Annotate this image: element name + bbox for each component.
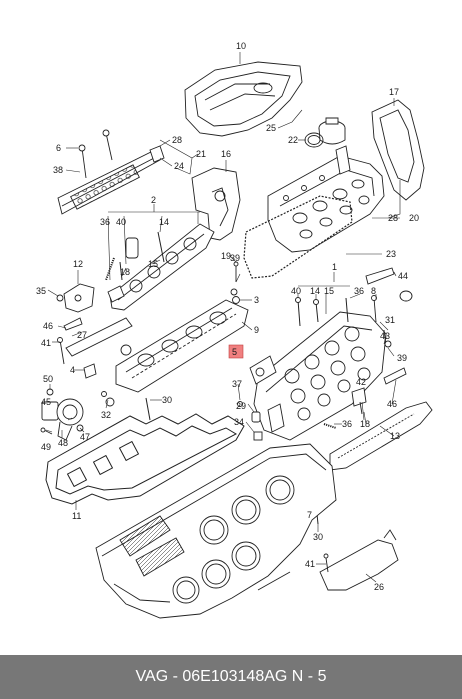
filler-cap-part-25[interactable] <box>304 117 346 148</box>
callout-5: 5 <box>232 347 237 357</box>
callout-6: 6 <box>56 143 61 153</box>
callout-41: 41 <box>41 338 51 348</box>
bracket-part-12[interactable] <box>56 283 95 331</box>
callout-36: 36 <box>100 217 110 227</box>
callout-39: 39 <box>230 253 240 263</box>
side-cover-part-17[interactable] <box>371 99 425 201</box>
bolt-part-4[interactable] <box>57 337 115 407</box>
engine-block-part-7[interactable] <box>95 443 337 619</box>
callout-35: 35 <box>36 286 46 296</box>
leader-lines <box>45 52 401 583</box>
callout-49: 49 <box>41 442 51 452</box>
callout-48: 48 <box>58 438 68 448</box>
callout-15: 15 <box>148 259 158 269</box>
callout-14-mid: 14 <box>310 286 320 296</box>
clip-part-42[interactable] <box>351 387 367 415</box>
caption-separator: - <box>168 668 183 685</box>
callout-2: 2 <box>151 195 156 205</box>
callout-45: 45 <box>41 397 51 407</box>
camshaft-bridge-part-9[interactable] <box>115 299 249 393</box>
callout-23: 23 <box>386 249 396 259</box>
callout-21: 21 <box>196 149 206 159</box>
callout-44: 44 <box>398 271 408 281</box>
callout-31: 31 <box>385 315 395 325</box>
callout-43: 43 <box>380 331 390 341</box>
callout-34: 34 <box>234 417 244 427</box>
callout-42: 42 <box>356 377 366 387</box>
callout-14: 14 <box>159 217 169 227</box>
bolt-part-14[interactable] <box>105 231 165 281</box>
cylinder-head-cover-part-20[interactable] <box>267 145 385 253</box>
intake-gasket-part-11[interactable] <box>45 413 245 505</box>
cover-gasket-part-23[interactable] <box>243 195 353 279</box>
part-number: 06E103148AG <box>182 668 288 685</box>
callout-labels: 10 17 25 22 28 6 24 21 38 16 2 36 40 14 … <box>36 41 419 592</box>
callout-36-mid: 36 <box>354 286 364 296</box>
callout-28-right: 28 <box>388 213 398 223</box>
callout-50: 50 <box>43 374 53 384</box>
callout-46-right: 46 <box>387 399 397 409</box>
callout-38: 38 <box>53 165 63 175</box>
callout-15-mid: 15 <box>324 286 334 296</box>
callout-11: 11 <box>72 511 81 521</box>
gasket-part-13[interactable] <box>329 401 433 471</box>
bracket-part-26[interactable] <box>319 529 399 591</box>
camshaft-housing-part-2[interactable] <box>107 223 215 311</box>
callout-46: 46 <box>43 321 53 331</box>
callout-16: 16 <box>221 149 231 159</box>
callout-17: 17 <box>389 87 399 97</box>
part-caption-bar: VAG - 06E103148AG N - 5 <box>0 655 462 699</box>
callout-9: 9 <box>254 325 259 335</box>
chain-guide-part-24[interactable] <box>57 129 165 215</box>
callout-30: 30 <box>162 395 172 405</box>
callout-1: 1 <box>332 262 337 272</box>
callout-4: 4 <box>70 365 75 375</box>
callout-26: 26 <box>374 582 384 592</box>
callout-29: 29 <box>236 401 246 411</box>
callout-8: 8 <box>371 286 376 296</box>
callout-18-lower: 18 <box>360 419 370 429</box>
callout-20: 20 <box>409 213 419 223</box>
exploded-parts-diagram: 10 17 25 22 28 6 24 21 38 16 2 36 40 14 … <box>36 41 433 619</box>
highlighted-part-5-marker[interactable] <box>228 344 244 359</box>
callout-40-mid: 40 <box>291 286 301 296</box>
callout-32: 32 <box>101 410 111 420</box>
position-label: N - 5 <box>291 668 327 685</box>
bracket-part-44[interactable] <box>365 267 413 385</box>
callout-36-lower: 36 <box>342 419 352 429</box>
callout-41-lower: 41 <box>305 559 315 569</box>
callout-27: 27 <box>77 330 87 340</box>
callout-25: 25 <box>266 123 276 133</box>
bolt-part-3[interactable] <box>230 261 240 304</box>
callout-7: 7 <box>307 510 312 520</box>
callout-37: 37 <box>232 379 242 389</box>
bracket-part-16[interactable] <box>191 167 241 241</box>
callout-40: 40 <box>116 217 126 227</box>
callout-12: 12 <box>73 259 83 269</box>
callout-3: 3 <box>254 295 259 305</box>
callout-13: 13 <box>390 431 400 441</box>
intake-cover-part-10[interactable] <box>184 61 303 137</box>
brand-label: VAG <box>135 668 169 685</box>
callout-39-right: 39 <box>397 353 407 363</box>
callout-10: 10 <box>236 41 246 51</box>
callout-30-lower: 30 <box>313 532 323 542</box>
rail-part-27[interactable] <box>65 317 133 357</box>
callout-24: 24 <box>174 161 184 171</box>
callout-22: 22 <box>288 135 298 145</box>
bolt-set-part-40[interactable] <box>295 297 349 429</box>
callout-47: 47 <box>80 432 90 442</box>
callout-19: 19 <box>221 251 231 261</box>
callout-28: 28 <box>172 135 182 145</box>
seal-part-29[interactable] <box>237 401 263 441</box>
callout-18: 18 <box>120 267 130 277</box>
